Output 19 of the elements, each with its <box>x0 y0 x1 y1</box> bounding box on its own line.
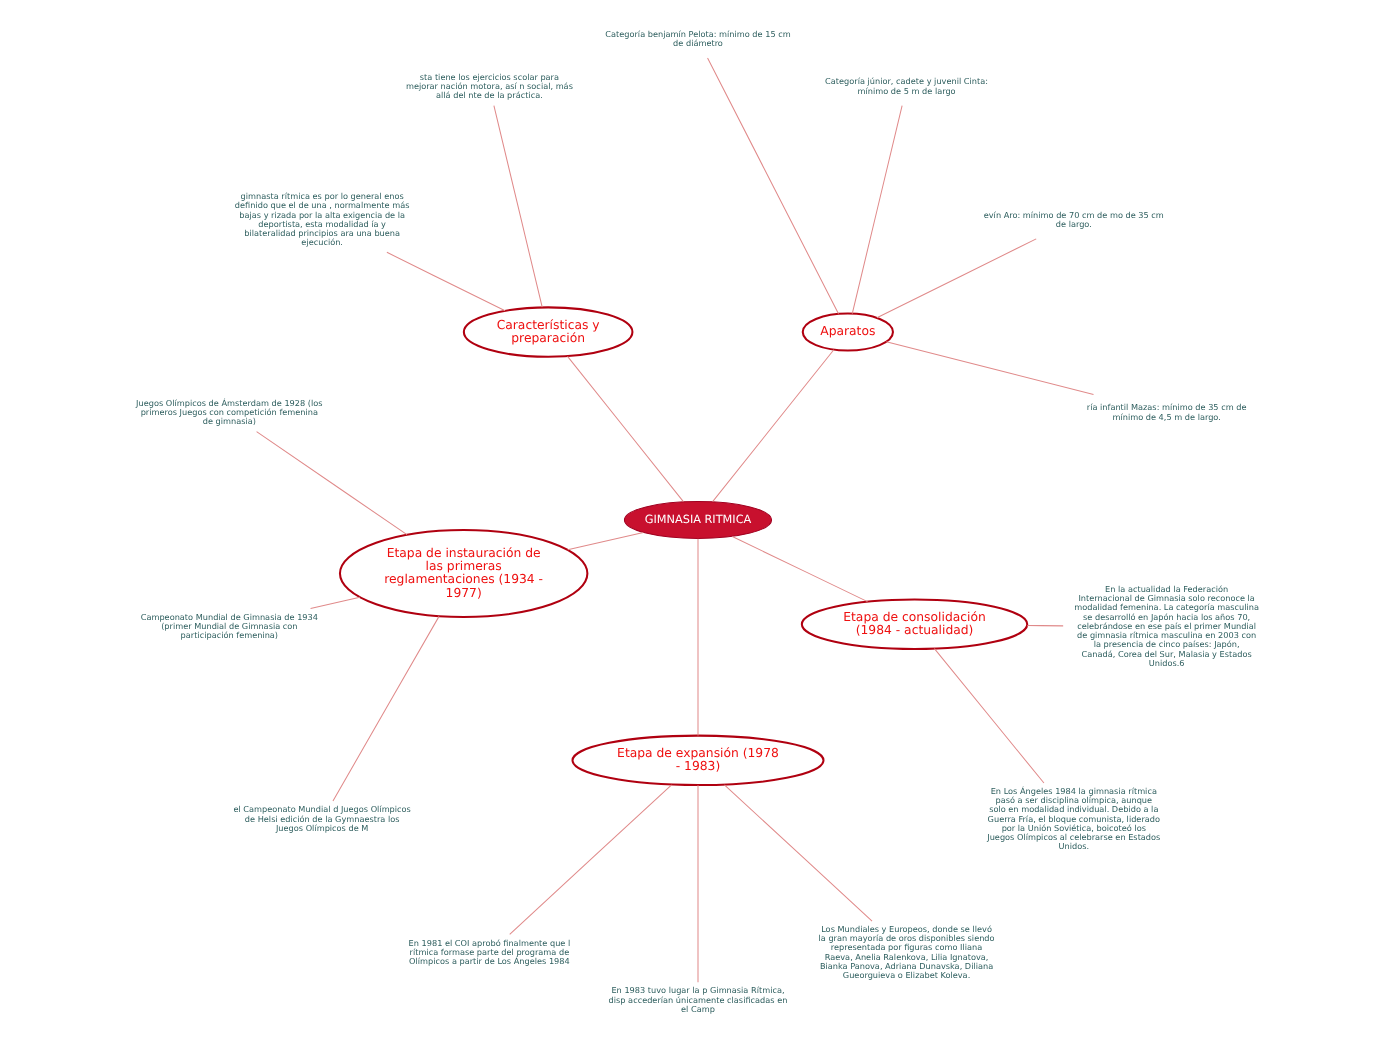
connector <box>722 784 872 922</box>
connector <box>331 615 439 802</box>
connector <box>706 57 838 315</box>
connector <box>730 536 868 603</box>
connector <box>566 355 683 503</box>
connector <box>1025 624 1063 627</box>
connector <box>696 784 698 983</box>
connector <box>696 538 698 737</box>
connector <box>385 251 505 312</box>
connector <box>884 341 1094 395</box>
connector <box>932 648 1044 784</box>
connector <box>255 431 407 536</box>
connector <box>875 238 1036 319</box>
connector <box>850 105 902 315</box>
connector <box>566 531 643 551</box>
connector <box>492 105 542 308</box>
connector <box>309 596 360 609</box>
connector <box>508 784 672 935</box>
connector <box>711 349 834 503</box>
